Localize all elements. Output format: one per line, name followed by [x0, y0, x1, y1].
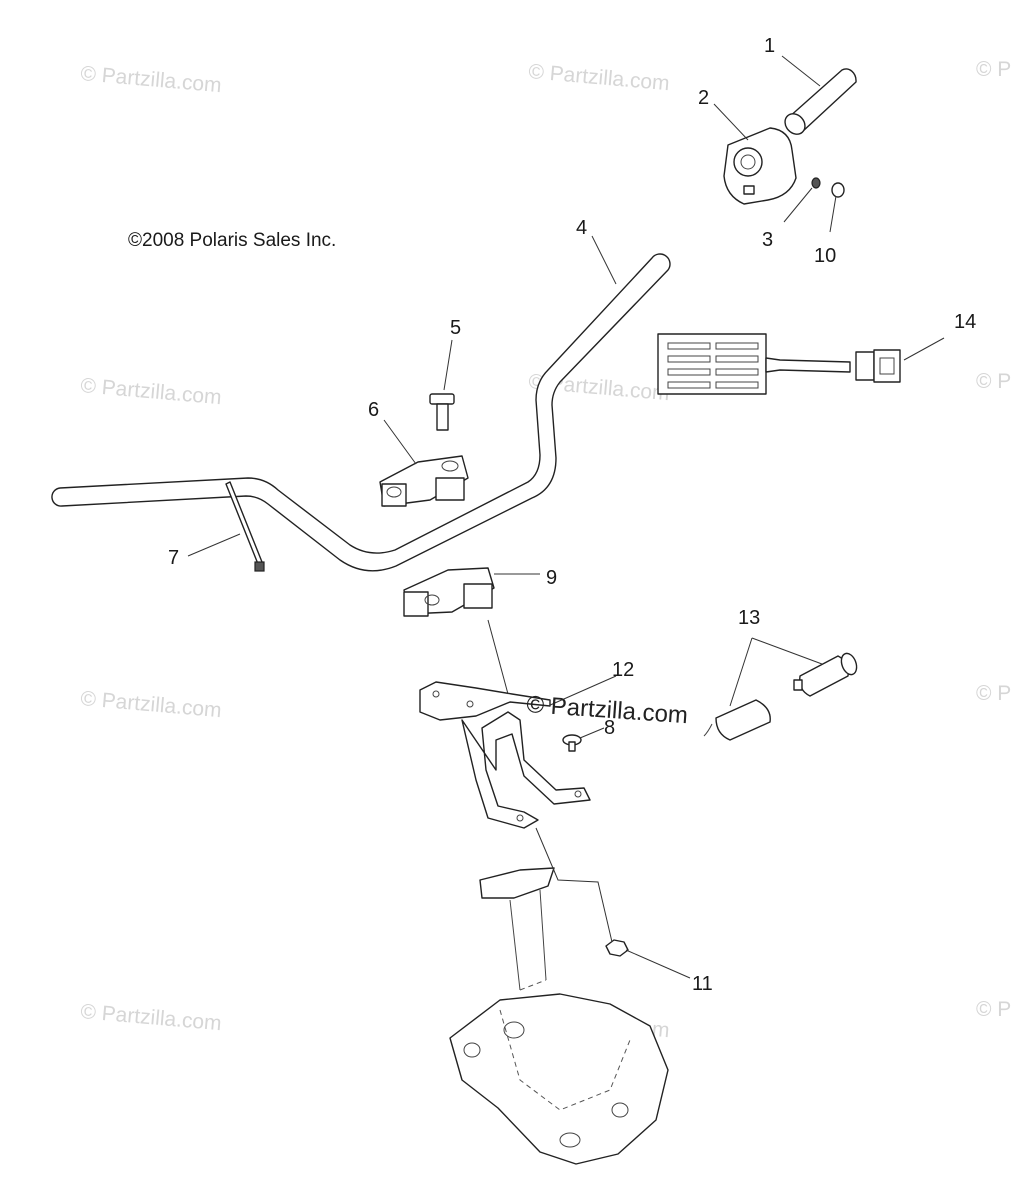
- steering-base: [449, 993, 669, 1165]
- part-8-screw: [562, 734, 582, 752]
- part-11-nut: [605, 939, 629, 957]
- part-9-lower-clamp: [403, 567, 495, 617]
- watermark-partial-2: © P: [976, 370, 1011, 393]
- part-12-bracket: [419, 681, 591, 829]
- callout-13: 13: [738, 607, 760, 629]
- callout-10: 10: [814, 245, 836, 267]
- part-13-switch: [703, 652, 858, 741]
- part-4-handlebar: [51, 253, 671, 572]
- part-3-screw: [811, 177, 821, 189]
- callout-6: 6: [368, 399, 379, 421]
- leader-lines: [187, 55, 945, 979]
- part-1-grip: [784, 68, 857, 135]
- watermark-partial-4: © P: [976, 998, 1011, 1021]
- part-2-throttle-housing: [723, 127, 797, 205]
- part-7-long-bolt: [225, 481, 265, 572]
- callout-1: 1: [764, 35, 775, 57]
- callout-labels: 1 2 3 4 5 6 7 8 9 10 11 12 13 14: [168, 35, 976, 995]
- watermark-3: © Partzilla.com: [80, 374, 223, 409]
- watermark-2: © Partzilla.com: [528, 60, 671, 95]
- callout-2: 2: [698, 87, 709, 109]
- callout-12: 12: [612, 659, 634, 681]
- watermark-5: © Partzilla.com: [80, 687, 223, 722]
- copyright-text: ©2008 Polaris Sales Inc.: [128, 230, 336, 251]
- callout-5: 5: [450, 317, 461, 339]
- callout-4: 4: [576, 217, 587, 239]
- part-5-bolt: [429, 393, 455, 431]
- steering-post: [479, 867, 555, 991]
- watermarks: © Partzilla.com © Partzilla.com © Partzi…: [80, 58, 1012, 1042]
- callout-8: 8: [604, 717, 615, 739]
- callout-7: 7: [168, 547, 179, 569]
- watermark-center: © Partzilla.com: [526, 691, 689, 729]
- callout-9: 9: [546, 567, 557, 589]
- watermark-1: © Partzilla.com: [80, 62, 223, 97]
- watermark-6: © Partzilla.com: [80, 1000, 223, 1035]
- watermark-partial-3: © P: [976, 682, 1011, 705]
- callout-11: 11: [692, 973, 713, 995]
- callout-3: 3: [762, 229, 773, 251]
- part-6-upper-clamp: [379, 455, 469, 507]
- callout-14: 14: [954, 311, 976, 333]
- part-14-heater-element: [657, 333, 901, 395]
- part-10-cap: [831, 182, 845, 198]
- watermark-partial-1: © P: [976, 58, 1011, 81]
